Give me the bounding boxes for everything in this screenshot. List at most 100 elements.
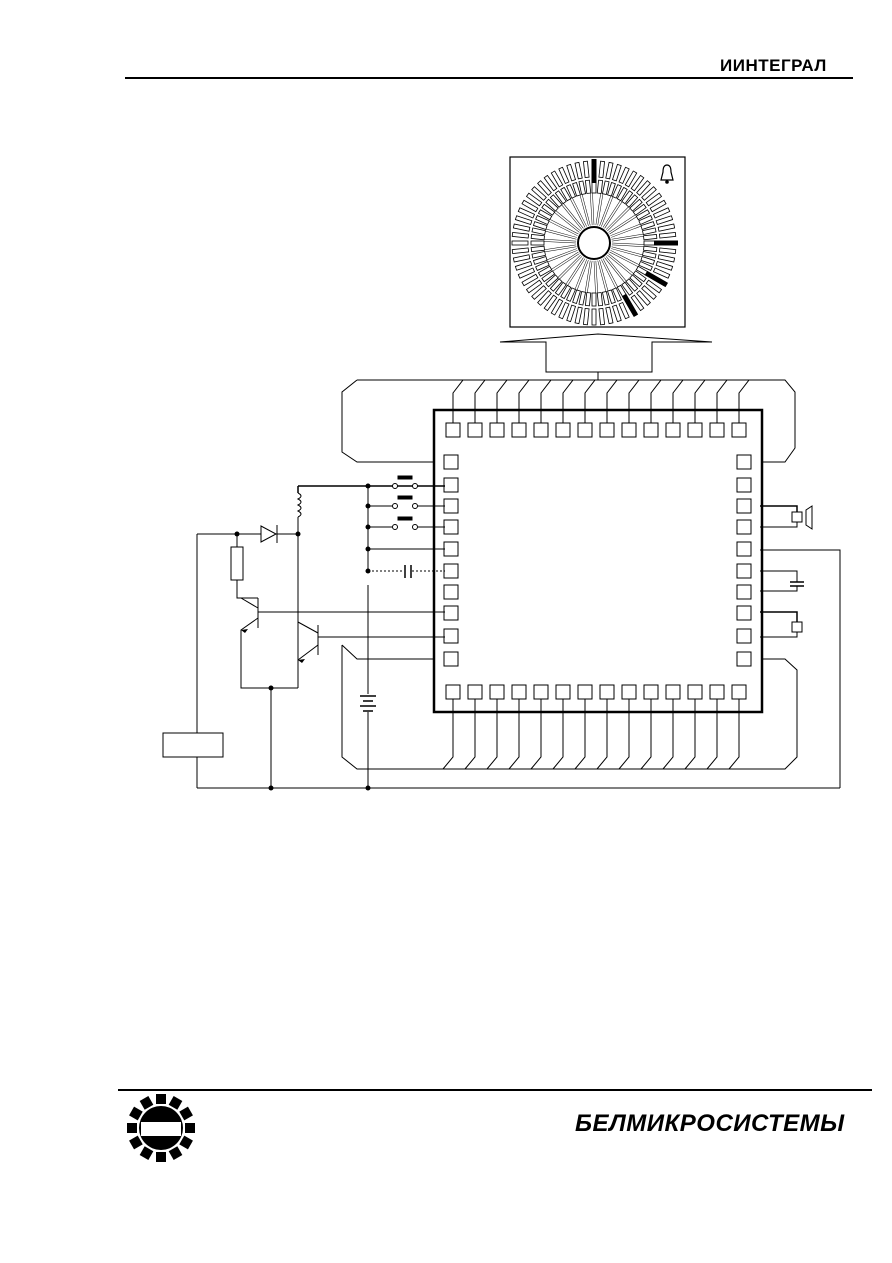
right-pin [736,628,752,644]
bottom-pin [467,684,483,700]
top-pin [489,422,505,438]
left-pin [443,454,459,470]
dial-segment [605,256,651,306]
right-pin [736,563,752,579]
dial-segment [517,207,578,236]
load-box [162,732,224,758]
dial-segment [591,260,597,326]
top-pin [445,422,461,438]
dial-segment [512,223,577,240]
top-pin [533,422,549,438]
dial-segment [611,223,676,240]
capacitor-left [404,565,412,578]
dial-segment [607,186,657,232]
left-pin [443,541,459,557]
dial-marker [654,240,678,246]
dial-segment [566,260,589,323]
ic-pins [443,422,752,700]
left-pin [443,628,459,644]
top-pin [687,422,703,438]
dial-segment [611,246,676,263]
top-pin [665,422,681,438]
left-pin [443,605,459,621]
dial-segment [511,240,577,246]
dial-segment [514,215,577,238]
header-brand: ИИНТЕГРАЛ [720,56,827,75]
right-pin [736,454,752,470]
sun-ray [168,1146,183,1160]
sun-ray [179,1106,193,1121]
dial-segment [601,259,630,320]
dial-segment [511,232,577,242]
bus-wires [442,372,750,770]
left-pin [443,519,459,535]
top-pin [599,422,615,438]
dial-segment [605,180,651,230]
dial-segment [610,207,671,236]
right-pin [736,498,752,514]
battery [360,695,376,712]
right-pin [736,477,752,493]
top-pin [555,422,571,438]
bottom-pin [731,684,747,700]
sun-ray [139,1096,154,1110]
top-pin [467,422,483,438]
dial-segment [599,260,622,323]
bottom-pin [445,684,461,700]
dial-segment [611,215,674,238]
dial-segment [525,253,580,294]
dial-segment [609,199,667,235]
right-pin [736,584,752,600]
dial-marker [644,270,668,288]
transistor-arrows [241,629,305,663]
dial-segment [583,160,593,226]
dial-segment [611,232,677,242]
left-pin [443,477,459,493]
footer-brand: БЕЛМИКРОСИСТЕМЫ [575,1110,845,1137]
dial-segment [595,160,605,226]
dial-segments [511,159,678,326]
sun-ray [139,1146,154,1160]
dial-marker [591,159,597,183]
top-pin [621,422,637,438]
bottom-pin [577,684,593,700]
dial-segment [597,161,614,226]
left-pin [443,498,459,514]
dial-segment [611,248,674,271]
dial-segment [602,170,638,228]
top-pin [709,422,725,438]
bottom-pin [599,684,615,700]
top-pin [731,422,747,438]
dial-segment [608,192,663,233]
dial-segment [550,170,586,228]
dial-segment [512,246,577,263]
dial-segment [604,174,645,229]
dial-segment [566,163,589,226]
bottom-pin [665,684,681,700]
push-buttons [392,475,418,530]
dial-segment [543,174,584,229]
dial-segment [595,260,605,326]
dial-segment [574,260,591,325]
bottom-pin [489,684,505,700]
bottom-pin [687,684,703,700]
dial-segment [521,251,579,287]
sun-ray [127,1123,137,1133]
bottom-pin [621,684,637,700]
dial-segment [537,256,583,306]
resistor [230,546,244,581]
bottom-pin [533,684,549,700]
sun-ray [129,1135,143,1150]
dial-segment [537,180,583,230]
dial-segment [608,253,663,294]
dial-segment [558,166,587,227]
dial-segment [611,244,677,254]
dial-segment [604,257,645,312]
bottom-pin [511,684,527,700]
outer-bus [341,379,798,770]
sun-ray [129,1106,143,1121]
right-pin [736,519,752,535]
sun-ray [168,1096,183,1110]
diode [260,525,278,543]
